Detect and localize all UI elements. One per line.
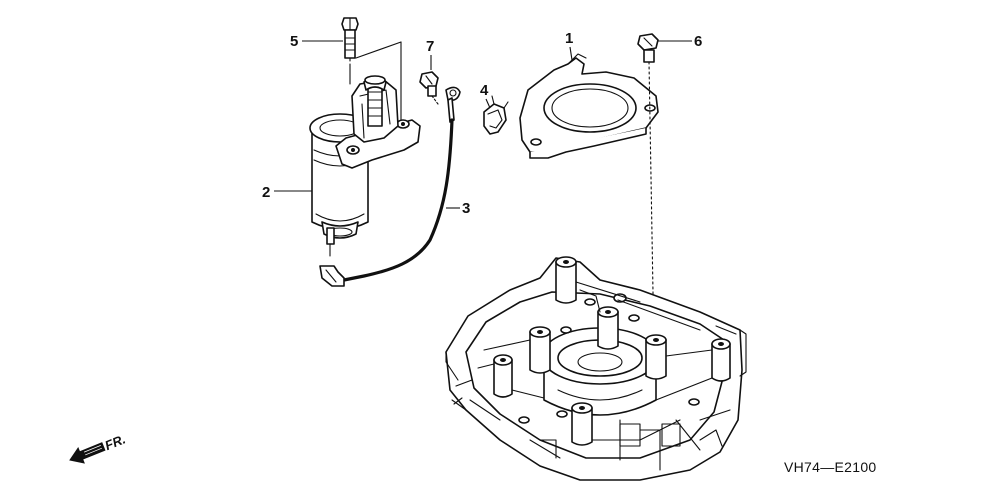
part-7-bolt: [419, 71, 439, 105]
case-pillar: [597, 306, 619, 350]
case-pillar: [529, 326, 551, 374]
engine-base-case: [445, 256, 747, 481]
callout-2: 2: [262, 184, 312, 201]
callout-number: 5: [290, 33, 298, 50]
diagram-code: VH74—E2100: [784, 459, 877, 475]
callout-number: 6: [694, 33, 702, 50]
part-4-clip: [483, 95, 509, 135]
part-2-starter-motor: [309, 75, 421, 257]
front-label: FR.: [103, 431, 128, 453]
front-direction-indicator: FR.: [69, 431, 128, 464]
part-5-bolt: [341, 17, 359, 67]
callout-number: 2: [262, 184, 270, 201]
case-pillar: [645, 334, 667, 380]
case-pillar: [493, 354, 513, 398]
callout-3: 3: [446, 200, 470, 217]
part-1-cover-plate: [519, 53, 659, 159]
callout-5: 5: [290, 33, 343, 50]
callout-number: 7: [426, 38, 434, 55]
callout-6: 6: [658, 33, 702, 50]
part-3-starter-cable: [319, 86, 461, 287]
case-pillar: [555, 256, 577, 304]
callout-1: 1: [565, 30, 573, 61]
callout-number: 4: [480, 82, 489, 99]
front-arrow-icon: [69, 442, 106, 464]
case-pillar: [711, 338, 731, 382]
callout-7: 7: [426, 38, 434, 70]
case-pillar: [571, 402, 593, 446]
callout-4: 4: [480, 82, 491, 109]
callout-number: 1: [565, 30, 573, 47]
part-5-guide-lines: [349, 41, 402, 121]
callout-number: 3: [462, 200, 470, 217]
